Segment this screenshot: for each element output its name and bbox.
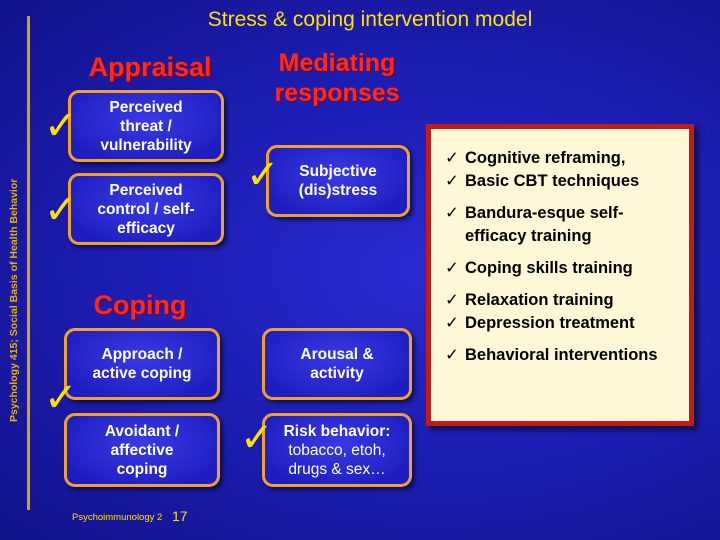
heading-mediating-line1: Mediating [278, 49, 396, 77]
box-line: control / self- [97, 200, 195, 218]
intervention-item: ✓ Coping skills training [445, 257, 681, 280]
intervention-label: Coping skills training [465, 259, 633, 277]
check-icon: ✓ [445, 149, 459, 167]
box-arousal-activity: Arousal & activity [262, 328, 412, 400]
box-perceived-threat: Perceived threat / vulnerability [68, 90, 224, 162]
box-approach-coping: Approach / active coping [64, 328, 220, 400]
check-icon: ✓ [445, 259, 459, 277]
check-icon: ✓ [240, 416, 274, 460]
box-subjective-distress: Subjective (dis)stress [266, 145, 410, 217]
heading-mediating-line2: responses [274, 79, 400, 107]
sidebar-course-label: Psychology 415; Social Basis of Health B… [8, 178, 20, 422]
box-line: drugs & sex… [288, 460, 386, 478]
intervention-item: ✓ Bandura-esque self-efficacy training [445, 202, 681, 248]
box-line: Avoidant / [104, 422, 180, 440]
intervention-label: Depression treatment [465, 314, 635, 332]
box-line: threat / [120, 117, 172, 135]
box-line: Perceived [109, 98, 183, 116]
intervention-label: Bandura-esque self-efficacy training [465, 204, 624, 245]
heading-appraisal: Appraisal [88, 52, 212, 82]
box-risk-behavior: Risk behavior: tobacco, etoh, drugs & se… [262, 413, 412, 487]
intervention-label: Behavioral interventions [465, 346, 658, 364]
box-line: affective [110, 441, 174, 459]
sidebar-divider [27, 16, 30, 510]
intervention-item: ✓ Behavioral interventions [445, 344, 681, 367]
check-icon: ✓ [44, 376, 78, 420]
check-icon: ✓ [445, 204, 459, 222]
box-perceived-control: Perceived control / self- efficacy [68, 173, 224, 245]
intervention-item: ✓ Relaxation training [445, 289, 681, 312]
heading-mediating-responses: Mediating responses [262, 48, 412, 108]
check-icon: ✓ [246, 153, 280, 197]
intervention-label: Relaxation training [465, 291, 614, 309]
check-icon: ✓ [44, 104, 78, 148]
box-line: Perceived [109, 181, 183, 199]
box-line: activity [310, 365, 364, 382]
page-number: 17 [172, 508, 188, 524]
intervention-label: Basic CBT techniques [465, 172, 640, 190]
box-line: Risk behavior: [283, 422, 391, 440]
check-icon: ✓ [445, 346, 459, 364]
check-icon: ✓ [445, 314, 459, 332]
intervention-label: Cognitive reframing, [465, 149, 626, 167]
box-line: vulnerability [100, 136, 192, 154]
box-line: Subjective [299, 163, 377, 180]
intervention-item: ✓ Cognitive reframing, [445, 147, 681, 170]
box-line: tobacco, etoh, [288, 441, 386, 459]
box-line: Approach / [101, 346, 183, 363]
heading-coping: Coping [93, 290, 187, 320]
intervention-item: ✓ Depression treatment [445, 312, 681, 335]
interventions-panel: ✓ Cognitive reframing, ✓ Basic CBT techn… [426, 124, 694, 426]
check-icon: ✓ [445, 291, 459, 309]
box-line: coping [116, 460, 168, 478]
check-icon: ✓ [44, 188, 78, 232]
footer-text: Psychoimmunology 2 [72, 512, 163, 523]
check-icon: ✓ [445, 172, 459, 190]
box-line: active coping [92, 365, 192, 382]
box-line: Arousal & [300, 346, 374, 363]
box-line: efficacy [117, 219, 175, 237]
box-line: (dis)stress [298, 182, 378, 199]
slide-title: Stress & coping intervention model [207, 8, 533, 31]
box-avoidant-coping: Avoidant / affective coping [64, 413, 220, 487]
intervention-item: ✓ Basic CBT techniques [445, 170, 681, 193]
